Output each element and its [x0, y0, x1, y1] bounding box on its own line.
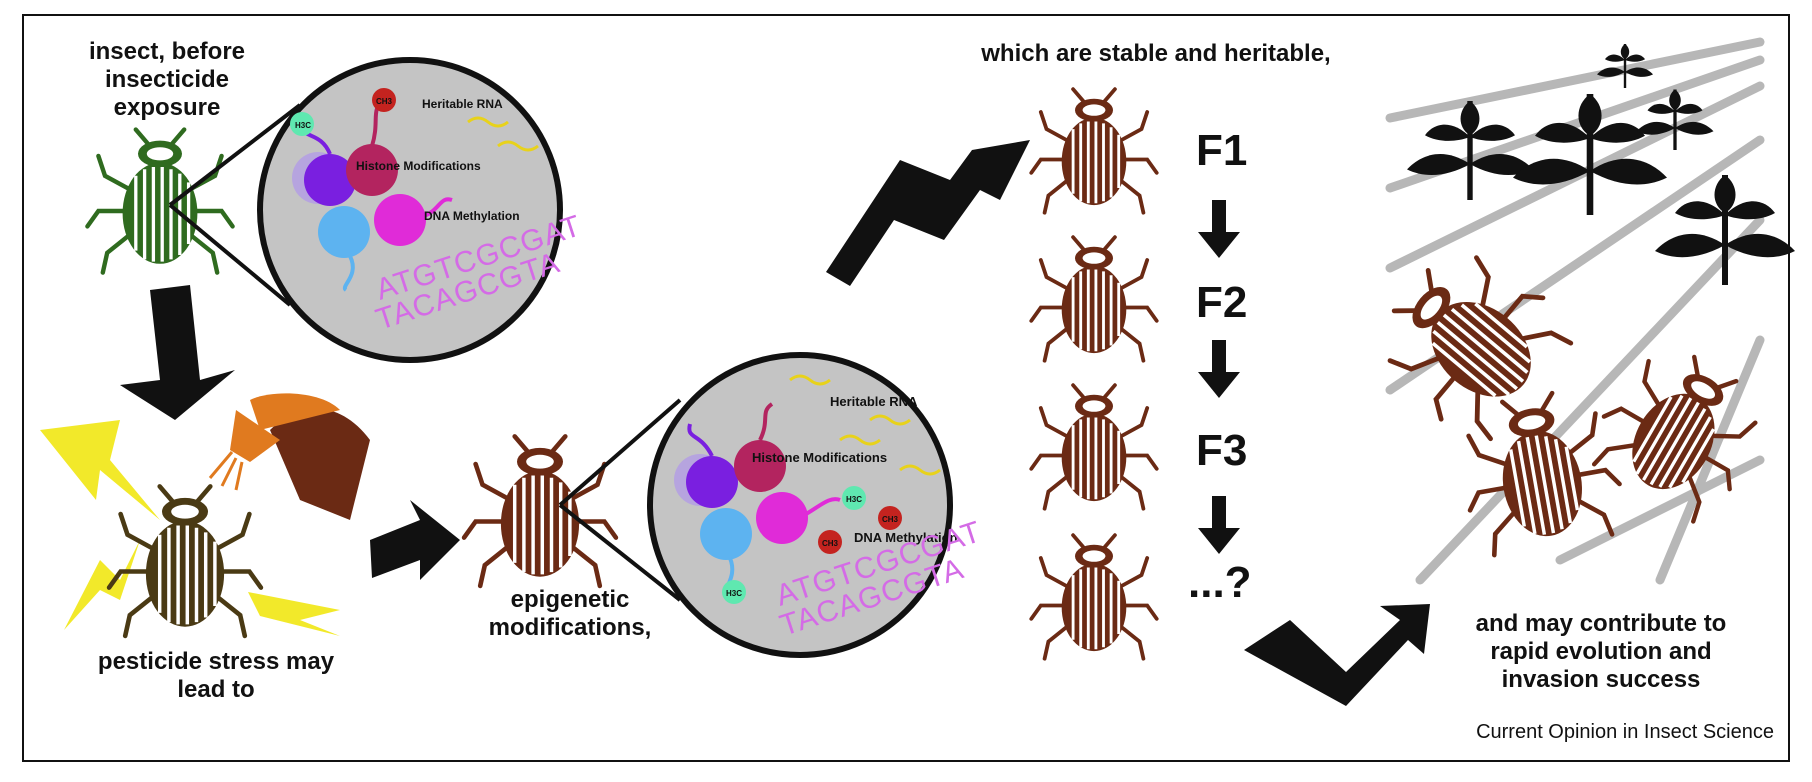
generation-label-f3: F3 [1196, 426, 1248, 475]
modified-beetle-icon [464, 436, 616, 586]
ch3-label-top: CH3 [376, 97, 393, 106]
zoom-lines-middle [558, 398, 682, 602]
generation-label-f2: F2 [1196, 278, 1248, 327]
heritable-rna-label-middle: Heritable RNA [830, 394, 918, 409]
sprayer-icon [208, 393, 370, 520]
down-arrow-icon [120, 285, 235, 420]
zoom-lines-top [168, 103, 302, 307]
up-right-arrow-icon [826, 140, 1030, 286]
invasive-beetles [1360, 230, 1778, 558]
caption-contribute: and may contribute to rapid evolution an… [1475, 610, 1727, 693]
heritable-rna-label-top: Heritable RNA [422, 97, 503, 111]
ch3-label-middle-2: CH3 [822, 539, 839, 548]
ch3-label-middle-1: CH3 [882, 515, 899, 524]
caption-epigenetic: epigenetic modifications, [488, 586, 652, 641]
green-beetle-icon [87, 130, 232, 273]
h3c-label-top: H3C [295, 121, 311, 130]
lightning-icon [40, 420, 340, 636]
zoom-circle-top [257, 57, 563, 363]
h3c-label-middle-1: H3C [846, 495, 862, 504]
bottom-right-arrow-icon [1244, 604, 1430, 706]
dna-methylation-label-middle: DNA Methylation [854, 530, 958, 545]
histone-label-top: Histone Modifications [356, 159, 481, 173]
h3c-label-middle-2: H3C [726, 589, 742, 598]
right-arrow-icon [370, 500, 460, 580]
histone-label-middle: Histone Modifications [752, 450, 887, 465]
generation-label-f1: F1 [1196, 126, 1248, 175]
zoom-circle-middle [647, 352, 953, 658]
caption-insect-before: insect, before insecticide exposure [88, 38, 246, 121]
generation-label-more: ...? [1188, 558, 1252, 607]
caption-pesticide-stress: pesticide stress may lead to [97, 648, 335, 703]
dna-methylation-label-top: DNA Methylation [424, 209, 520, 223]
generation-beetles [1029, 87, 1159, 661]
credit-label: Current Opinion in Insect Science [1476, 721, 1774, 743]
generation-arrows [1198, 200, 1240, 554]
caption-stable-heritable: which are stable and heritable, [981, 40, 1331, 67]
